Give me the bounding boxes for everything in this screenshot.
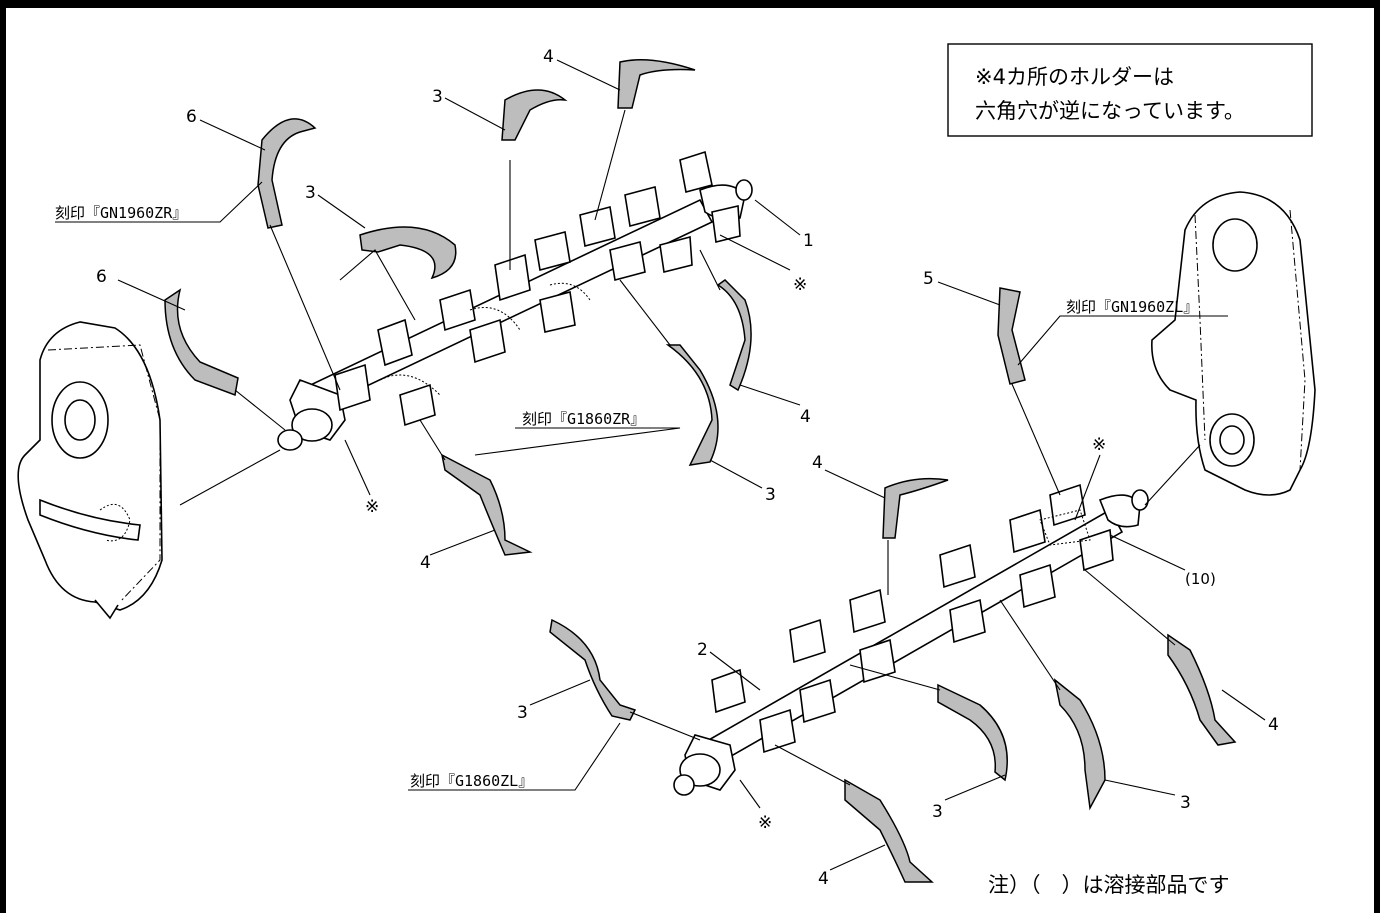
callout-2: 2 [697, 640, 708, 660]
callout-6-lower: 6 [96, 267, 107, 287]
callout-3-lower-middle: 3 [932, 802, 943, 822]
blades [164, 59, 1237, 883]
callout-4-lower-top: 4 [812, 453, 823, 473]
callout-3-lower-left: 3 [517, 703, 528, 723]
marker-upper-left: ※ [365, 497, 379, 517]
callout-3-lower-right: 3 [1180, 793, 1191, 813]
callout-4-lower-bottom: 4 [818, 869, 829, 889]
callout-3-left: 3 [305, 183, 316, 203]
note-line-2: 六角穴が逆になっています。 [975, 99, 1245, 123]
leader-lines [55, 59, 1266, 871]
parts-diagram: ※4カ所のホルダーは 六角穴が逆になっています。 [17, 43, 1316, 897]
marker-lower-right: ※ [1092, 435, 1106, 455]
callout-1: 1 [803, 231, 814, 251]
stamp-labels: 刻印『GN1960ZR』 刻印『G1860ZR』 刻印『GN1960ZL』 刻印… [55, 204, 1198, 790]
callout-4-upper-bottom: 4 [420, 553, 431, 573]
stamp-gn1960zl: 刻印『GN1960ZL』 [1066, 298, 1198, 316]
lower-shaft [673, 483, 1149, 796]
upper-shaft [277, 150, 753, 451]
right-cover [1151, 191, 1316, 496]
callout-6-upper: 6 [186, 107, 197, 127]
footnote: 注）（ ）は溶接部品です [988, 873, 1230, 897]
callout-4-lower-right: 4 [1268, 715, 1279, 735]
callout-4-upper-right: 4 [800, 407, 811, 427]
callout-5: 5 [923, 269, 934, 289]
callout-3-top: 3 [432, 87, 443, 107]
marker-lower-left: ※ [758, 813, 772, 833]
marker-upper-right: ※ [793, 275, 807, 295]
left-cover [17, 321, 163, 620]
callouts: 6 6 3 3 4 1 ※ 4 3 4 ※ 5 ※ (10) 4 4 2 3 3… [96, 47, 1279, 889]
stamp-g1860zr: 刻印『G1860ZR』 [522, 410, 645, 428]
callout-10: (10) [1185, 570, 1216, 588]
note-line-1: ※4カ所のホルダーは [975, 65, 1174, 89]
note-box: ※4カ所のホルダーは 六角穴が逆になっています。 [947, 43, 1313, 137]
callout-3-upper-middle: 3 [765, 485, 776, 505]
stamp-gn1960zr: 刻印『GN1960ZR』 [55, 204, 187, 222]
stamp-g1860zl: 刻印『G1860ZL』 [410, 772, 533, 790]
callout-4-top: 4 [543, 47, 554, 67]
